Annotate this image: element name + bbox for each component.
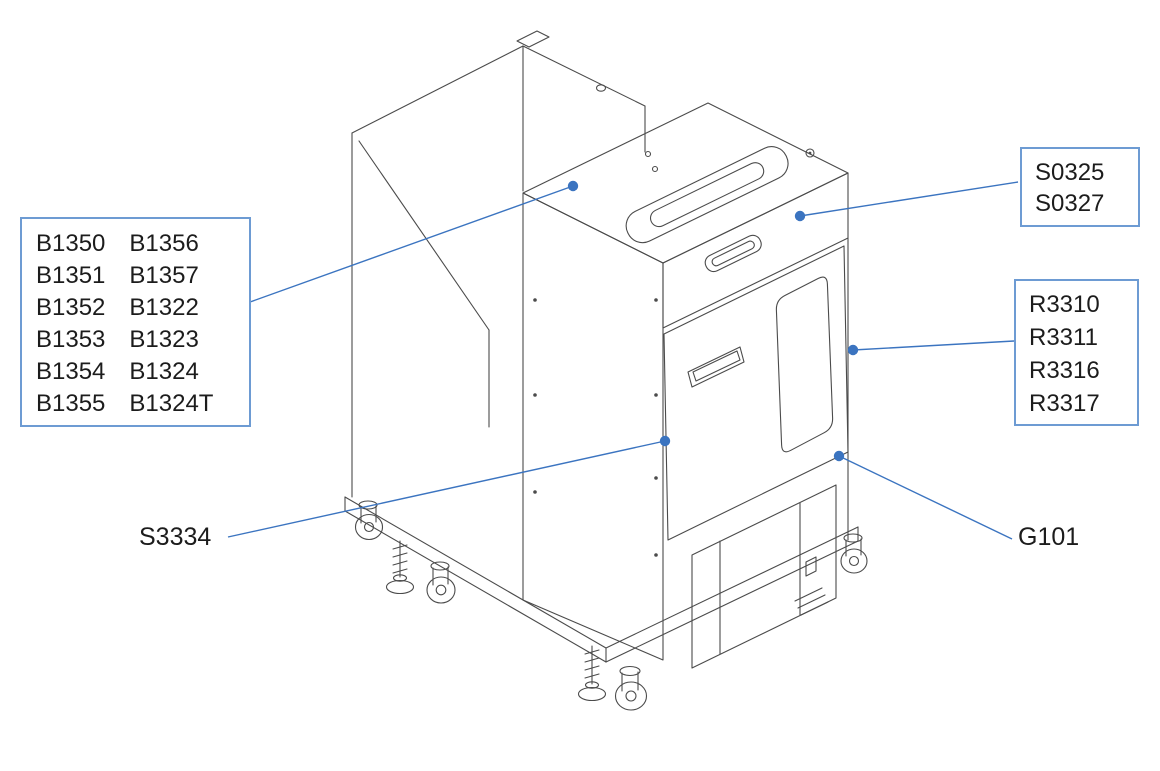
part-number: B1323: [129, 326, 199, 353]
screw: [533, 393, 537, 397]
part-number: B1355: [36, 390, 106, 417]
leader-g101: [838, 455, 1013, 540]
callout-box-b-series: B1350 B1351 B1352 B1353 B1354 B1355 B135…: [20, 217, 251, 427]
screw: [654, 476, 658, 480]
callout-leaders: [227, 180, 1019, 540]
screw: [654, 298, 658, 302]
part-number: B1356: [129, 230, 199, 257]
part-number: B1352: [36, 294, 106, 321]
leader-b-series: [249, 185, 574, 303]
dot-b-series: [567, 180, 579, 192]
part-number: R3310: [1029, 291, 1100, 318]
caster-front: [614, 665, 648, 711]
part-number: B1357: [129, 262, 199, 289]
lid-recess-handle: [704, 234, 762, 273]
part-number: S0327: [1035, 190, 1105, 217]
part-number: R3317: [1029, 390, 1100, 417]
lower-compartment: [691, 484, 837, 669]
screw: [654, 553, 658, 557]
hood-hole: [595, 84, 607, 92]
dot-r-series: [847, 344, 859, 356]
leveling-foot-front: [577, 645, 607, 702]
screw: [533, 298, 537, 302]
screw: [533, 490, 537, 494]
part-number: B1353: [36, 326, 106, 353]
b-series-column-1: B1350 B1351 B1352 B1353 B1354 B1355: [36, 228, 105, 425]
callout-box-s-series: S0325 S0327: [1020, 147, 1140, 227]
dot-s3334: [659, 435, 671, 447]
part-number: B1350: [36, 230, 106, 257]
dot-g101: [833, 450, 845, 462]
leveling-foot-left: [385, 540, 415, 595]
lid-vent-hole: [644, 150, 652, 158]
cabinet-body: [522, 192, 849, 661]
label-g101: G101: [1018, 523, 1080, 551]
front-door: [663, 245, 849, 541]
part-number: B1322: [129, 294, 199, 321]
part-number: R3316: [1029, 357, 1100, 384]
door-handle-plate: [687, 346, 745, 388]
machine-hood: [351, 30, 646, 498]
part-number: B1324: [129, 358, 199, 385]
part-number: B1354: [36, 358, 106, 385]
caster-mid-left: [426, 561, 456, 604]
caster-rear-left: [354, 500, 384, 541]
leader-s3334: [227, 440, 666, 538]
part-number: B1324T: [129, 390, 214, 417]
leader-s-series: [799, 181, 1019, 217]
door-window: [775, 276, 834, 453]
leader-r-series: [852, 340, 1015, 351]
caster-right: [840, 533, 868, 574]
part-number: B1351: [36, 262, 106, 289]
lid-corner-fitting: [805, 148, 815, 158]
carry-handle: [625, 146, 789, 244]
dot-s-series: [794, 210, 806, 222]
screw: [654, 393, 658, 397]
hood-tab: [516, 30, 550, 48]
base-frame: [344, 496, 859, 663]
part-number: R3311: [1029, 324, 1098, 351]
lid-vent-hole: [651, 165, 659, 173]
b-series-column-2: B1356 B1357 B1322 B1323 B1324 B1324T: [129, 228, 213, 425]
part-number: S0325: [1035, 159, 1105, 186]
label-s3334: S3334: [139, 523, 212, 551]
callout-box-r-series: R3310 R3311 R3316 R3317: [1014, 279, 1139, 426]
